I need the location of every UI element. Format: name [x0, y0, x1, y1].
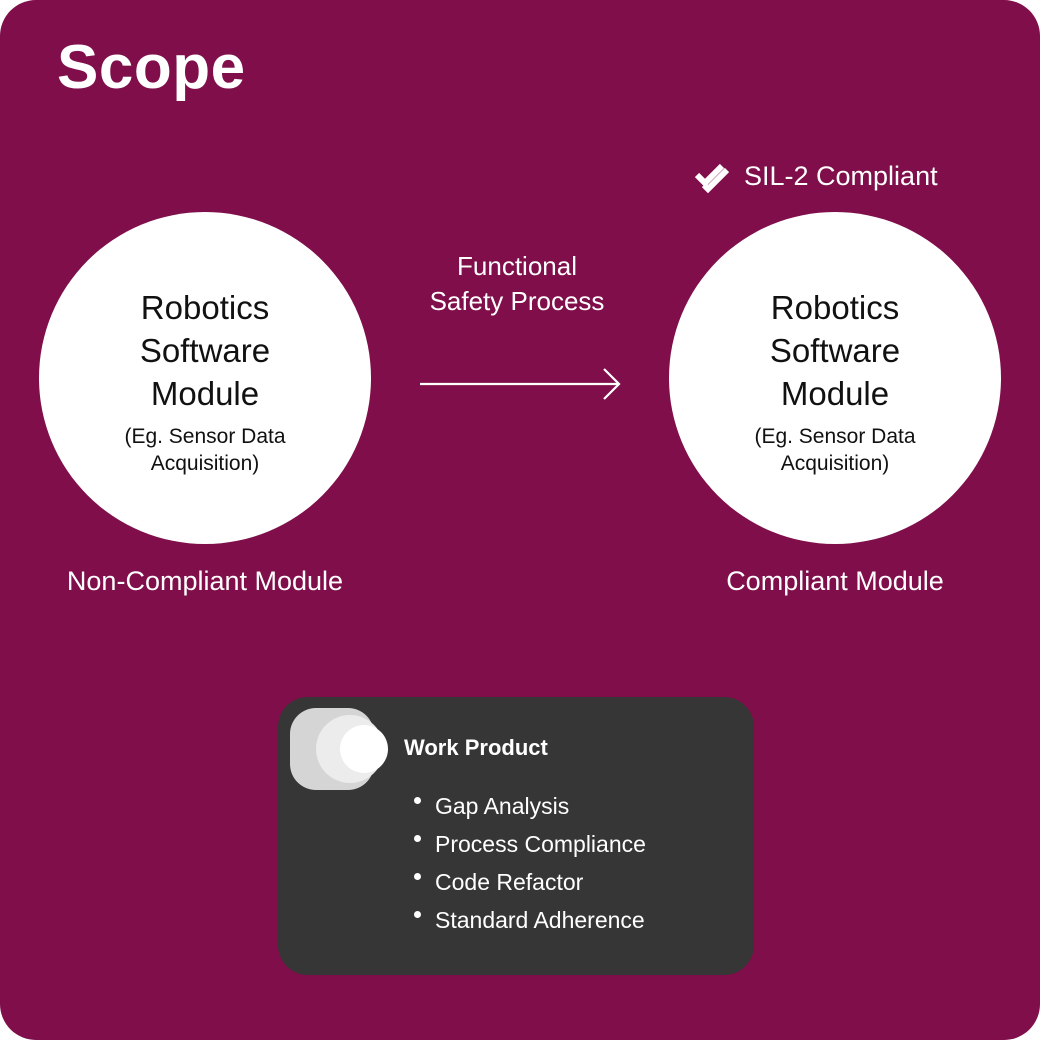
bullet-icon — [414, 873, 421, 880]
double-check-icon — [694, 163, 730, 194]
module-subtitle: (Eg. Sensor Data Acquisition) — [124, 424, 286, 475]
compliant-module-circle: Robotics Software Module (Eg. Sensor Dat… — [669, 212, 1001, 544]
non-compliant-module-circle: Robotics Software Module (Eg. Sensor Dat… — [39, 212, 371, 544]
compliance-badge: SIL-2 Compliant — [694, 155, 938, 197]
list-item: Code Refactor — [414, 866, 646, 904]
compliant-label: Compliant Module — [726, 566, 944, 596]
module-title: Robotics Software Module — [139, 288, 271, 412]
stacked-circles-icon — [290, 708, 388, 790]
bullet-icon — [414, 797, 421, 804]
list-item-label: Gap Analysis — [435, 793, 570, 819]
module-subtitle: (Eg. Sensor Data Acquisition) — [754, 424, 916, 475]
list-item: Process Compliance — [414, 828, 646, 866]
list-item: Gap Analysis — [414, 790, 646, 828]
page-title: Scope — [57, 33, 246, 102]
process-label: Functional Safety Process — [429, 251, 605, 316]
list-item-label: Standard Adherence — [435, 907, 645, 933]
list-item-label: Process Compliance — [435, 831, 646, 857]
non-compliant-label: Non-Compliant Module — [66, 566, 344, 596]
list-item-label: Code Refactor — [435, 869, 584, 895]
badge-label: SIL-2 Compliant — [744, 161, 938, 191]
work-product-box: Work Product Gap Analysis Process Compli… — [278, 697, 754, 975]
bullet-icon — [414, 911, 421, 918]
work-product-list: Gap Analysis Process Compliance Code Ref… — [414, 790, 646, 942]
bullet-icon — [414, 835, 421, 842]
work-product-title: Work Product — [404, 735, 548, 760]
module-title: Robotics Software Module — [769, 288, 901, 412]
list-item: Standard Adherence — [414, 904, 646, 942]
right-arrow-icon — [420, 368, 621, 400]
